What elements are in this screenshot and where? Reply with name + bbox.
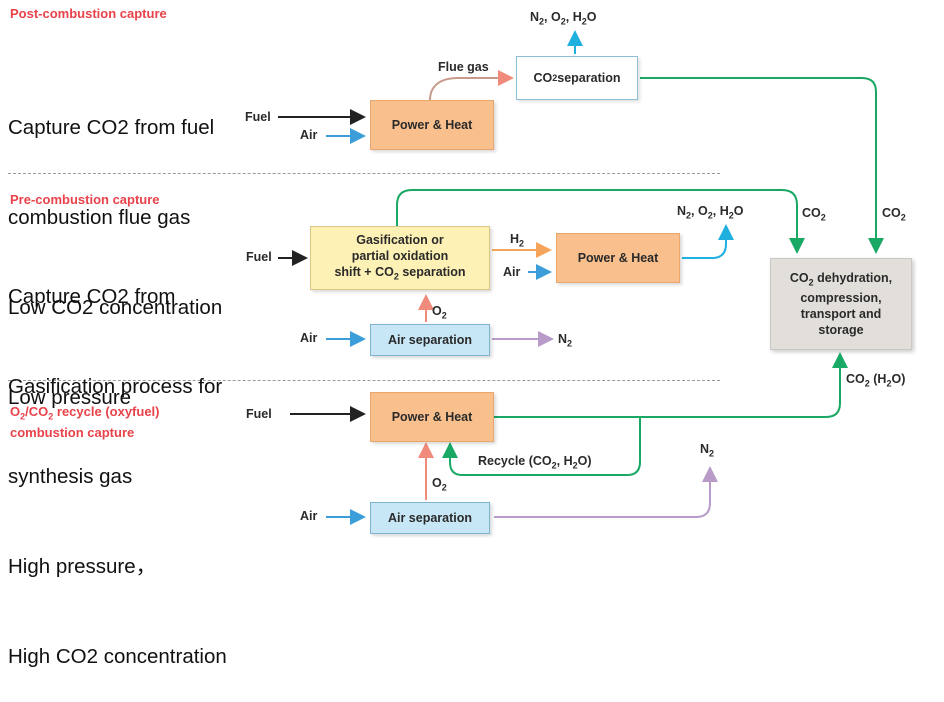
post-power-heat-box: Power & Heat: [370, 100, 494, 150]
section-title-post: Post-combustion capture: [10, 6, 167, 21]
pre-airsep-air-label: Air: [300, 331, 318, 345]
oxy-n2-label: N2: [700, 442, 715, 459]
pre-o2-label: O2: [432, 304, 447, 321]
oxy-air-separation-box: Air separation: [370, 502, 490, 534]
divider-post-pre: [8, 173, 720, 174]
h2-label: H2: [510, 232, 525, 249]
pre-air-label: Air: [503, 265, 521, 279]
section-title-oxy: O2/CO2 recycle (oxyfuel) combustion capt…: [10, 404, 160, 440]
co2-storage-box: CO2 dehydration, compression, transport …: [770, 258, 912, 350]
post-desc-line: Capture CO2 from fuel: [8, 116, 215, 139]
pre-vent-arrow: [682, 224, 734, 259]
gasification-box: Gasification or partial oxidation shift …: [310, 226, 490, 290]
oxy-recycle-green: [442, 417, 641, 476]
pre-desc-line: Gasification process for: [8, 375, 223, 398]
oxy-power-heat-box: Power & Heat: [370, 392, 494, 442]
post-desc-line: Low CO2 concentration: [8, 296, 223, 319]
post-desc-line: combustion flue gas: [8, 206, 191, 229]
post-co2-green: [640, 77, 884, 254]
pre-n2-label: N2: [558, 332, 573, 349]
divider-pre-oxy: [8, 380, 720, 381]
oxy-air-label: Air: [300, 509, 318, 523]
flue-gas-label: Flue gas: [438, 60, 489, 74]
pre-power-heat-box: Power & Heat: [556, 233, 680, 283]
post-co2-label: CO2: [882, 206, 906, 223]
pre-fuel-label: Fuel: [246, 250, 272, 264]
pre-desc-line: synthesis gas: [8, 465, 133, 488]
post-fuel-label: Fuel: [245, 110, 271, 124]
post-air-label: Air: [300, 128, 318, 142]
flue-gas-arrow: [429, 70, 514, 101]
pre-air-separation-box: Air separation: [370, 324, 490, 356]
oxy-n2-arrow: [494, 466, 718, 518]
post-desc-line: Low pressure: [8, 386, 132, 409]
pre-co2-green: [396, 189, 805, 254]
pre-vent-label: N2, O2, H2O: [677, 204, 744, 221]
pre-desc-line: High pressure，: [8, 555, 157, 578]
pre-desc-line: High CO2 concentration: [8, 645, 227, 668]
pre-desc-line: Capture CO2 from: [8, 285, 176, 308]
oxy-co2-h2o-label: CO2 (H2O): [846, 372, 906, 389]
oxy-co2-green: [494, 352, 848, 418]
oxy-fuel-label: Fuel: [246, 407, 272, 421]
post-vent-label: N2, O2, H2O: [530, 10, 597, 27]
recycle-label: Recycle (CO2, H2O): [478, 454, 592, 471]
section-title-pre: Pre-combustion capture: [10, 192, 160, 207]
post-description: Capture CO2 from fuel combustion flue ga…: [8, 53, 222, 443]
pre-co2-label: CO2: [802, 206, 826, 223]
oxy-o2-label: O2: [432, 476, 447, 493]
pre-description: Capture CO2 from Gasification process fo…: [8, 222, 227, 702]
flow-arrows: [278, 30, 884, 525]
